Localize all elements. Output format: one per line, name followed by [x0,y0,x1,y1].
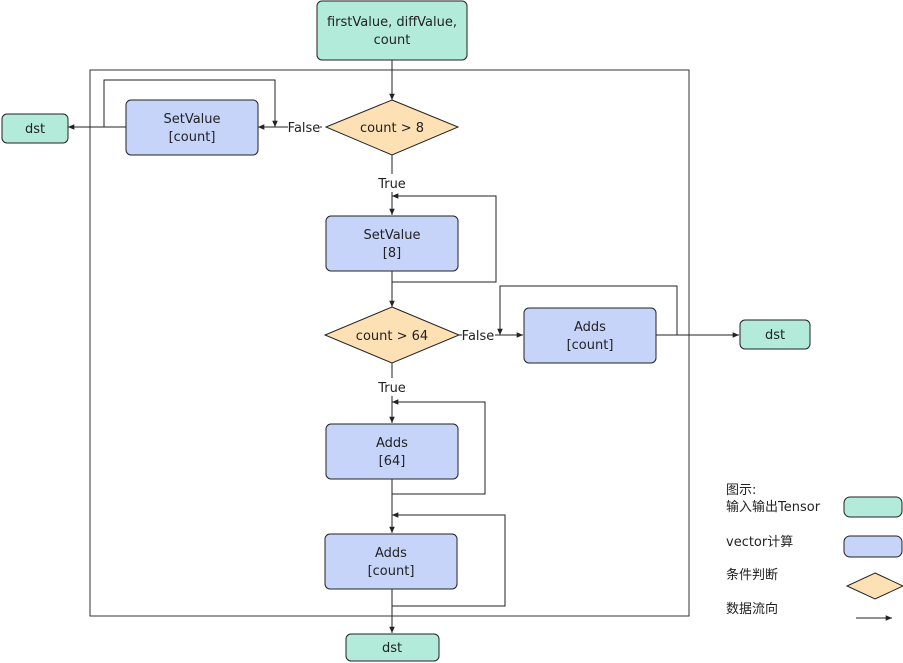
false-label-2: False [462,329,495,344]
setvalue-count-line1: SetValue [163,112,220,127]
loop-arrow-setvalue-count [103,79,278,127]
setvalue-8-node [325,215,459,272]
adds-count-bottom-line2: [count] [368,564,415,579]
input-node-line1: firstValue, diffValue, [327,15,457,30]
adds-count-right-line1: Adds [574,320,606,335]
condition-count-gt-64-label: count > 64 [356,329,428,344]
legend-io-label: 输入输出Tensor [726,500,821,515]
adds-64-line1: Adds [376,436,408,451]
condition-count-gt-8 [324,99,460,156]
true-label-bg-2 [375,378,409,396]
input-node [316,0,468,61]
loop-boundary [89,69,690,617]
dst-bottom-label: dst [382,641,402,656]
dst-left-node [1,113,69,144]
legend-condition-label: 条件判断 [726,568,779,583]
adds-64-line2: [64] [379,454,406,469]
legend-flow-label: 数据流向 [726,602,779,617]
legend-title: 图示: [726,483,757,498]
dst-bottom-node [345,633,440,662]
legend-vector-label: vector计算 [726,535,794,550]
loop-arrow-setvalue-8 [392,193,497,283]
false-label-bg-2 [462,326,495,344]
input-node-line2: count [374,33,411,48]
adds-64-node [325,423,459,480]
dst-right-node [739,319,811,350]
loop-arrow-adds-count-right [497,285,678,335]
loop-arrow-adds-64 [392,399,486,495]
setvalue-8-line1: SetValue [363,228,420,243]
adds-count-right-line2: [count] [567,338,614,353]
true-label-2: True [377,381,406,396]
adds-count-bottom-line1: Adds [375,546,407,561]
setvalue-count-line2: [count] [169,130,216,145]
true-label-bg-1 [375,174,409,192]
true-label-1: True [377,177,406,192]
adds-count-bottom-node [324,533,458,590]
legend-io-swatch [843,496,903,518]
condition-count-gt-8-label: count > 8 [360,121,424,136]
condition-count-gt-64 [323,306,461,364]
loop-arrow-adds-count-bottom [392,512,506,607]
false-label-bg-1 [288,118,320,136]
setvalue-8-line2: [8] [383,246,401,261]
legend-condition-swatch [845,572,903,600]
false-label-1: False [288,121,321,136]
setvalue-count-node [125,99,259,156]
dst-right-label: dst [765,328,785,343]
adds-count-right-node [523,307,657,364]
legend-vector-swatch [843,535,903,558]
dst-left-label: dst [25,122,45,137]
